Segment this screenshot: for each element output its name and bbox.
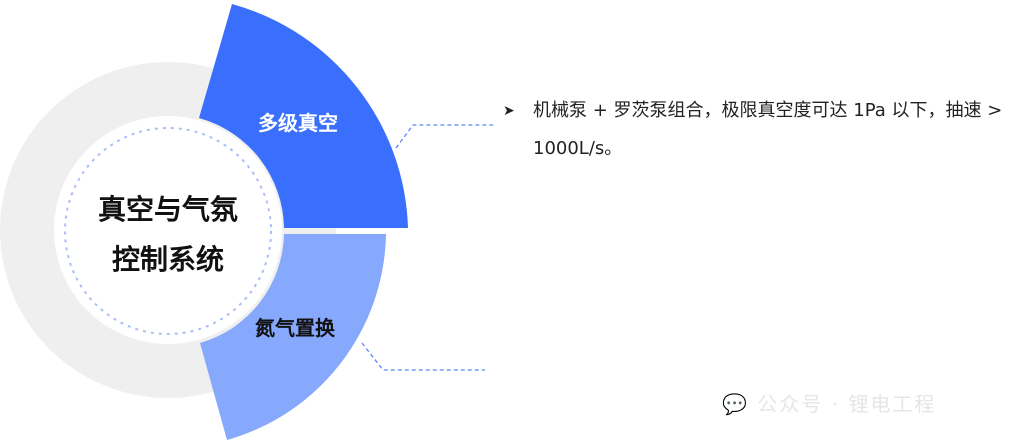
watermark: 💬 公众号 · 锂电工程: [722, 388, 936, 417]
center-title: 真空与气氛 控制系统: [60, 185, 276, 285]
center-title-line2: 控制系统: [111, 243, 224, 276]
segment-nitrogen: [200, 234, 386, 440]
arrow-bullet-icon: ➤: [503, 103, 515, 119]
connector-nitrogen: [361, 342, 485, 371]
bullet-text: 机械泵 + 罗茨泵组合，极限真空度可达 1Pa 以下，抽速 > 1000L/s。: [533, 100, 1003, 159]
inner-dashed-circle: [64, 127, 272, 335]
wechat-icon: 💬: [722, 392, 749, 416]
watermark-text: 公众号 · 锂电工程: [757, 392, 937, 416]
inner-circle: [54, 116, 282, 344]
segment-vacuum: [199, 4, 408, 228]
center-title-line1: 真空与气氛: [97, 193, 238, 226]
segment-label-vacuum: 多级真空: [258, 111, 338, 135]
segment-label-nitrogen: 氮气置换: [255, 316, 335, 340]
connector-vacuum: [395, 124, 493, 149]
